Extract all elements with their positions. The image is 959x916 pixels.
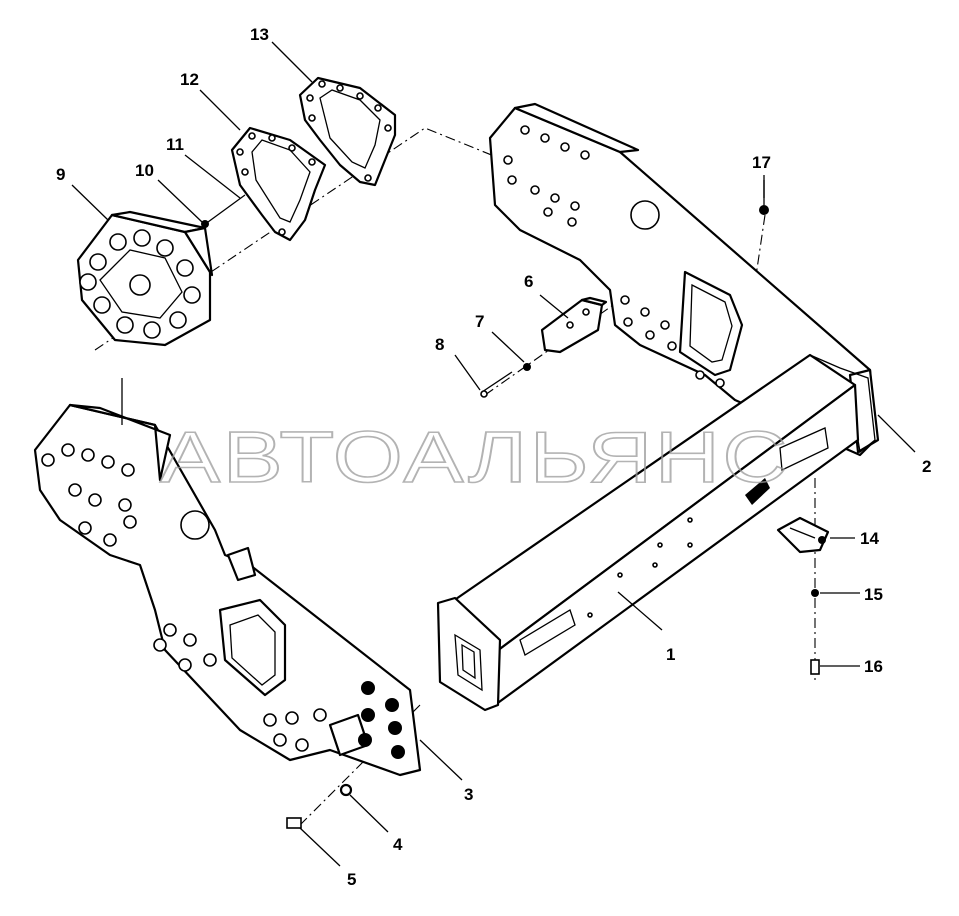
front-plate-bolts: [358, 681, 405, 759]
bolt-16: [810, 659, 820, 675]
bolt-5: [286, 817, 302, 829]
bolt-17: [759, 205, 769, 215]
counterweight-block: [76, 210, 214, 347]
side-plate-front: [33, 403, 422, 777]
rear-plate-bolt-holes: [503, 125, 725, 388]
callout-4: 4: [393, 835, 403, 854]
front-plate-bolt-holes: [41, 443, 327, 752]
bracket-14: [776, 516, 830, 554]
callout-15: 15: [864, 585, 883, 604]
callout-5: 5: [347, 870, 356, 889]
callout-labels: 1 2 3 4 5 6 7 8 9 10 11 12 13 14 15 16 1…: [56, 25, 931, 889]
leader-lines: [71, 41, 916, 867]
gasket-12: [230, 126, 327, 242]
callout-12: 12: [180, 70, 199, 89]
pin-11: [207, 194, 246, 223]
gasket-13: [298, 76, 397, 187]
washer-4: [339, 783, 353, 797]
cross-beam: [436, 353, 876, 712]
callout-6: 6: [524, 272, 533, 291]
beam-holes: [587, 517, 693, 618]
callout-10: 10: [135, 161, 154, 180]
callout-9: 9: [56, 165, 65, 184]
callout-2: 2: [922, 457, 931, 476]
bracket-6: [540, 296, 608, 354]
callout-7: 7: [475, 312, 484, 331]
callout-16: 16: [864, 657, 883, 676]
gasket-13-holes: [306, 80, 392, 182]
counterweight-bosses: [79, 229, 201, 339]
callout-8: 8: [435, 335, 444, 354]
callout-17: 17: [752, 153, 771, 172]
washer-15: [811, 589, 819, 597]
bolt-8: [481, 371, 513, 393]
watermark-text: АВТОАЛЬЯНС: [160, 418, 790, 498]
callout-11: 11: [166, 135, 184, 154]
callout-13: 13: [250, 25, 269, 44]
callout-1: 1: [666, 645, 675, 664]
washer-7: [523, 363, 531, 371]
callout-14: 14: [860, 529, 879, 548]
washer-10: [201, 220, 209, 228]
callout-3: 3: [464, 785, 473, 804]
gasket-12-holes: [236, 132, 316, 236]
side-plate-rear: [488, 102, 880, 457]
